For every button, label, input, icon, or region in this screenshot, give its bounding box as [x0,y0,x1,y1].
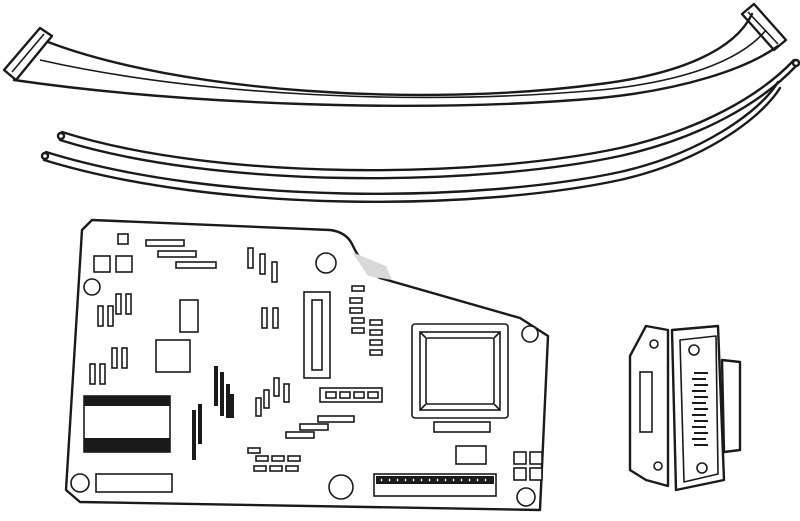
ribbon-body [46,12,754,97]
connector-teeth [692,372,708,446]
board-shade [352,252,392,280]
bottom-header [373,473,497,497]
mount-hole [521,325,539,343]
mount-hole [70,473,90,493]
mount-hole [83,278,101,296]
ribbon-right-connector [740,2,788,52]
mount-hole [328,474,354,500]
mount-hole [516,487,536,507]
processor-chip [411,323,509,419]
main-board [64,218,550,512]
ribbon-cable [2,2,788,107]
wire-pair [40,58,800,203]
memory-block [83,395,171,453]
port-connector [628,324,742,492]
mount-hole [315,252,337,274]
